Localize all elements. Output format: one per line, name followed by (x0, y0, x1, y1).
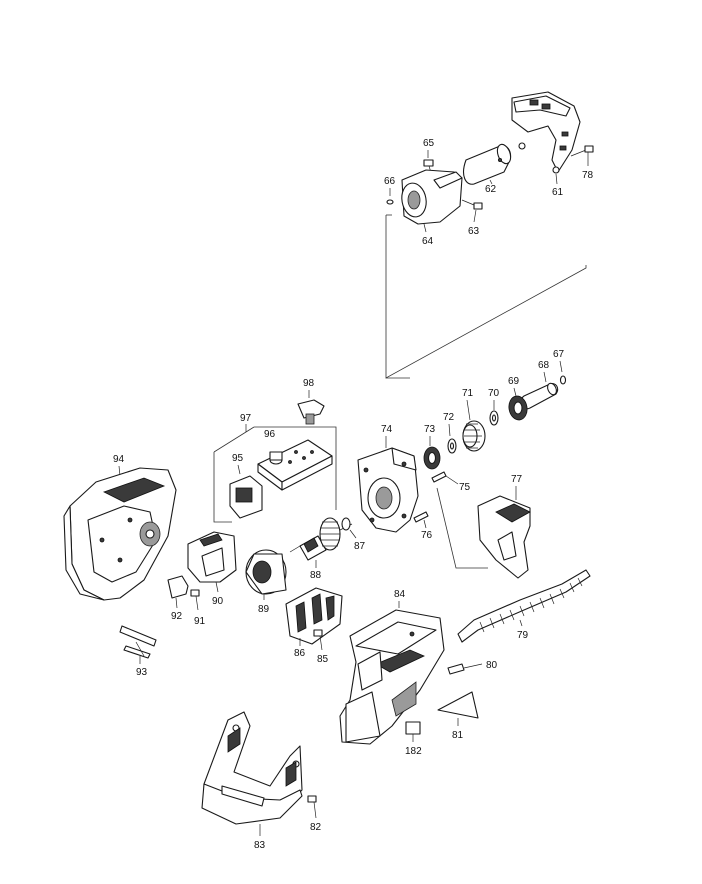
label-82: 82 (310, 822, 322, 833)
part-70-washer: 70 (488, 388, 500, 426)
part-74-motor-housing: 74 (357, 424, 419, 533)
part-64-gear-housing: 64 (401, 169, 463, 247)
assembly-guide-lines (213, 214, 587, 569)
part-79-flexible-hose: 79 (457, 569, 591, 643)
label-93: 93 (136, 667, 148, 678)
label-73: 73 (424, 424, 436, 435)
label-91: 91 (194, 616, 206, 627)
label-98: 98 (303, 378, 315, 389)
part-90-brush-holder: 90 (187, 531, 237, 607)
part-89-field: 89 (245, 549, 287, 615)
label-75: 75 (459, 482, 471, 493)
part-98-switch-knob: 98 (297, 378, 325, 425)
part-72-washer: 72 (443, 412, 457, 454)
label-61: 61 (552, 187, 564, 198)
label-66: 66 (384, 176, 396, 187)
label-64: 64 (422, 236, 434, 247)
label-70: 70 (488, 388, 500, 399)
part-97-controller-frame: 97 (240, 413, 252, 432)
label-69: 69 (508, 376, 520, 387)
label-76: 76 (421, 530, 433, 541)
label-77: 77 (511, 474, 523, 485)
label-81: 81 (452, 730, 464, 741)
part-85-screw: 85 (313, 629, 329, 665)
part-63-screw: 63 (461, 199, 483, 237)
part-83-base-stand: 83 (201, 711, 303, 851)
part-182-label: 182 (405, 721, 422, 757)
label-72: 72 (443, 412, 455, 423)
part-81-label: 81 (437, 691, 479, 741)
part-62-sleeve: 62 (463, 143, 512, 195)
part-84-battery-housing: 84 (339, 589, 445, 745)
label-182: 182 (405, 746, 422, 757)
part-92-clip: 92 (167, 575, 189, 622)
part-94-housing-half: 94 (63, 454, 177, 601)
part-88-armature: 88 (289, 517, 353, 581)
part-93-brush-plates: 93 (119, 625, 157, 678)
label-90: 90 (212, 596, 224, 607)
part-95-switch: 95 (229, 453, 263, 519)
part-71-gear: 71 (462, 388, 486, 452)
label-88: 88 (310, 570, 322, 581)
label-71: 71 (462, 388, 474, 399)
part-86-brush-assembly: 86 (285, 587, 343, 659)
part-76-screw: 76 (413, 511, 433, 541)
label-74: 74 (381, 424, 393, 435)
part-61-handle-cover: 61 (511, 91, 581, 198)
label-92: 92 (171, 611, 183, 622)
label-87: 87 (354, 541, 366, 552)
label-95: 95 (232, 453, 244, 464)
part-82-screw: 82 (307, 795, 322, 833)
part-75-screw: 75 (431, 471, 471, 493)
label-97: 97 (240, 413, 252, 424)
label-65: 65 (423, 138, 435, 149)
label-94: 94 (113, 454, 125, 465)
label-62: 62 (485, 184, 497, 195)
label-96: 96 (264, 429, 276, 440)
part-80-screw: 80 (447, 660, 498, 675)
label-86: 86 (294, 648, 306, 659)
part-73-bearing: 73 (423, 424, 441, 470)
label-78: 78 (582, 170, 594, 181)
label-85: 85 (317, 654, 329, 665)
label-89: 89 (258, 604, 270, 615)
label-79: 79 (517, 630, 529, 641)
part-77-rear-cap: 77 (477, 474, 531, 579)
part-87-ring: 87 (341, 517, 366, 552)
part-68-spindle: 68 (520, 360, 559, 410)
part-67-ring: 67 (553, 349, 567, 385)
label-80: 80 (486, 660, 498, 671)
part-66-pin: 66 (384, 176, 396, 205)
part-69-bearing: 69 (508, 376, 528, 421)
label-68: 68 (538, 360, 550, 371)
label-84: 84 (394, 589, 406, 600)
label-83: 83 (254, 840, 266, 851)
label-63: 63 (468, 226, 480, 237)
part-91-screw: 91 (190, 589, 206, 627)
part-96-circuit-board: 96 (257, 429, 333, 491)
part-78-screw: 78 (570, 145, 594, 181)
label-67: 67 (553, 349, 565, 360)
